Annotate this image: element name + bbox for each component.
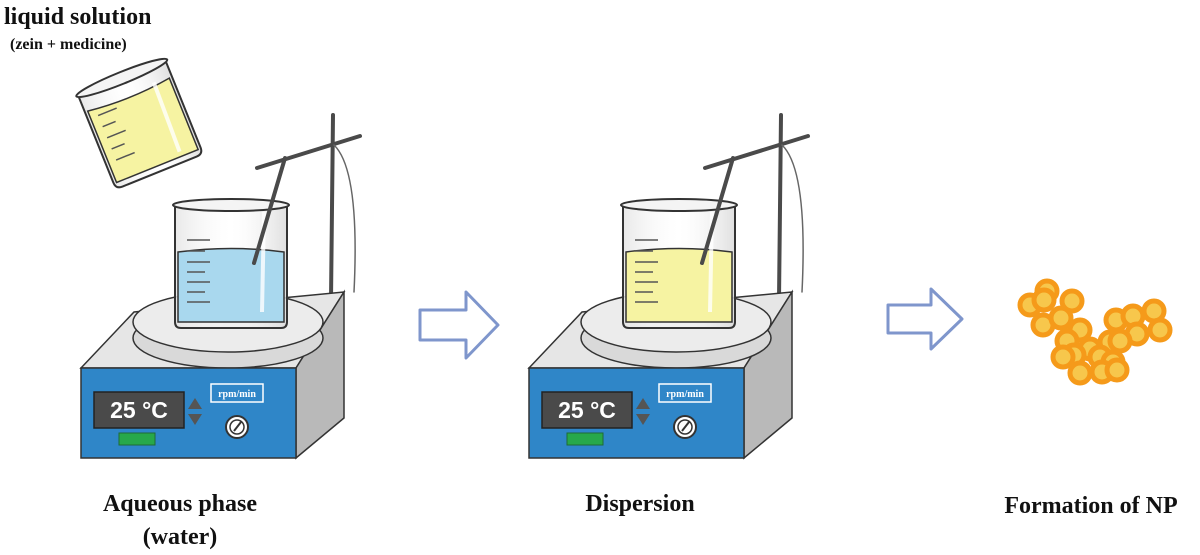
water-liquid — [177, 247, 285, 323]
station-aqueous-phase: 25 °C rpm/min — [79, 113, 362, 460]
step-label-dispersion: Dispersion — [585, 491, 695, 517]
stand-icon — [703, 113, 810, 302]
nanoparticle-icon — [1107, 328, 1133, 354]
station-dispersion: 25 °C rpm/min — [527, 113, 810, 460]
speed-dial-icon — [673, 415, 697, 439]
nanoparticle-icon — [1104, 357, 1130, 383]
speed-unit-label: rpm/min — [218, 389, 256, 400]
temperature-display — [541, 391, 633, 429]
speed-display — [210, 383, 264, 403]
temp-down-arrow-icon — [636, 414, 650, 425]
beaker-icon — [172, 198, 290, 329]
pour-label-subtitle: (zein + medicine) — [10, 36, 127, 53]
temp-down-arrow-icon — [188, 414, 202, 425]
step-label-formation: Formation of NP — [1004, 493, 1178, 519]
beaker-icon — [620, 198, 738, 329]
zein-solution-liquid — [625, 247, 733, 323]
pour-label-title: liquid solution — [4, 4, 152, 30]
stirring-rod-icon — [700, 156, 735, 265]
nanoparticle-cluster — [1017, 278, 1173, 386]
power-indicator-light — [118, 432, 156, 446]
stand-icon — [255, 113, 362, 302]
step-label-line1: Aqueous phase — [102, 491, 258, 517]
speed-dial-icon — [225, 415, 249, 439]
temperature-display — [93, 391, 185, 429]
stirring-rod-icon — [252, 156, 287, 265]
speed-display — [658, 383, 712, 403]
pouring-beaker-icon — [75, 57, 203, 189]
step-label-line2: (water) — [142, 524, 218, 550]
nanoparticle-icon — [1147, 317, 1173, 343]
temperature-readout: 25 °C — [110, 397, 168, 423]
speed-unit-label: rpm/min — [666, 389, 704, 400]
arrow-right-icon — [886, 287, 964, 351]
temp-up-arrow-icon — [188, 398, 202, 409]
nanoparticle-icon — [1050, 344, 1076, 370]
nanoparticle-icon — [1059, 288, 1085, 314]
temp-up-arrow-icon — [636, 398, 650, 409]
temperature-readout: 25 °C — [558, 397, 616, 423]
zein-medicine-liquid — [86, 77, 200, 184]
power-indicator-light — [566, 432, 604, 446]
step-label-aqueous-phase: Aqueous phase (water) — [70, 488, 290, 554]
arrow-right-icon — [418, 290, 500, 360]
nanoparticle-icon — [1048, 305, 1074, 331]
nanoparticle-icon — [1031, 287, 1057, 313]
nanoparticle-icon — [1067, 360, 1093, 386]
